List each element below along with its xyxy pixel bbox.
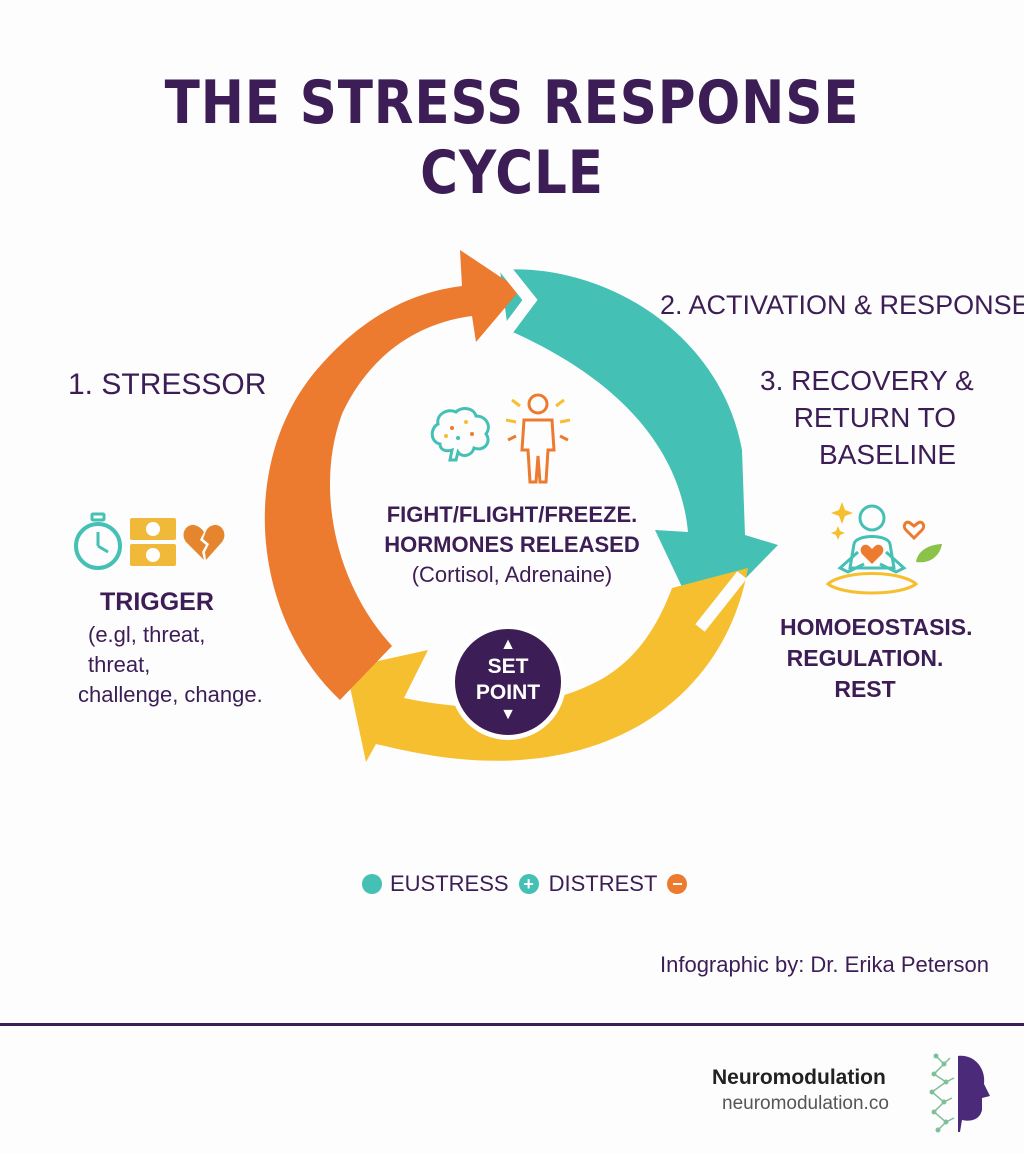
step-activation-label: 2. ACTIVATION & RESPONSE <box>660 290 1024 320</box>
brand-logo-icon <box>929 1053 990 1133</box>
response-line: HORMONES RELEASED <box>384 532 640 557</box>
brand-name: Neuromodulation <box>712 1066 886 1089</box>
response-line: FIGHT/FLIGHT/FREEZE. <box>386 502 638 527</box>
legend-distress: DISTREST <box>548 871 658 896</box>
cycle-diagram <box>264 250 778 762</box>
activation-arrow <box>500 269 778 625</box>
step-recovery-line: BASELINE <box>819 439 956 470</box>
step-recovery-label: 3. RECOVERY & RETURN TO BASELINE <box>760 362 974 473</box>
page-title: THE STRESS RESPONSE CYCLE <box>164 68 860 208</box>
recovery-arrow <box>346 568 748 762</box>
recovery-line: REGULATION. <box>786 645 944 671</box>
heart-icon <box>860 544 884 564</box>
meditation-icon <box>825 502 942 595</box>
brain-icon <box>430 407 490 462</box>
trigger-line: (e.gl, threat, <box>88 622 206 647</box>
trigger-line: challenge, change. <box>78 682 263 707</box>
up-arrow-icon: ▲ <box>500 636 516 653</box>
down-arrow-icon: ▼ <box>500 706 516 723</box>
set-point-badge: ▲ SET POINT ▼ <box>450 624 566 740</box>
recovery-line: HOMOEOSTASIS. <box>780 614 973 640</box>
set-point-line: POINT <box>475 681 541 704</box>
response-line: (Cortisol, Adrenaine) <box>411 562 613 587</box>
recovery-line: REST <box>834 676 896 702</box>
footer-divider <box>0 1023 1024 1026</box>
set-point-line: SET <box>487 655 529 678</box>
stopwatch-icon <box>74 512 122 570</box>
money-icon <box>130 518 176 566</box>
legend: EUSTRESS + DISTREST − <box>362 870 697 898</box>
plus-icon: + <box>518 874 539 894</box>
person-icon <box>505 393 571 484</box>
trigger-line: threat, <box>88 652 151 677</box>
step-recovery-line: 3. RECOVERY & <box>760 365 974 396</box>
brand-url[interactable]: neuromodulation.co <box>722 1093 889 1114</box>
legend-eustress: EUSTRESS <box>390 871 509 896</box>
eustress-dot-icon <box>362 874 382 894</box>
stressor-arrow <box>264 250 520 700</box>
response-description: FIGHT/FLIGHT/FREEZE. HORMONES RELEASED (… <box>362 500 662 590</box>
sparkle-icon <box>831 526 845 540</box>
recovery-description: HOMOEOSTASIS. REGULATION. REST <box>780 612 973 705</box>
trigger-title: TRIGGER <box>100 588 214 616</box>
credit-text: Infographic by: Dr. Erika Peterson <box>660 952 989 977</box>
trigger-description: (e.gl, threat, threat, challenge, change… <box>78 620 263 710</box>
broken-heart-icon <box>183 524 225 560</box>
step-recovery-line: RETURN TO <box>793 402 956 433</box>
minus-icon: − <box>667 874 688 894</box>
sparkle-icon <box>831 502 853 524</box>
step-stressor-label: 1. STRESSOR <box>68 368 267 401</box>
leaf-icon <box>916 544 942 563</box>
